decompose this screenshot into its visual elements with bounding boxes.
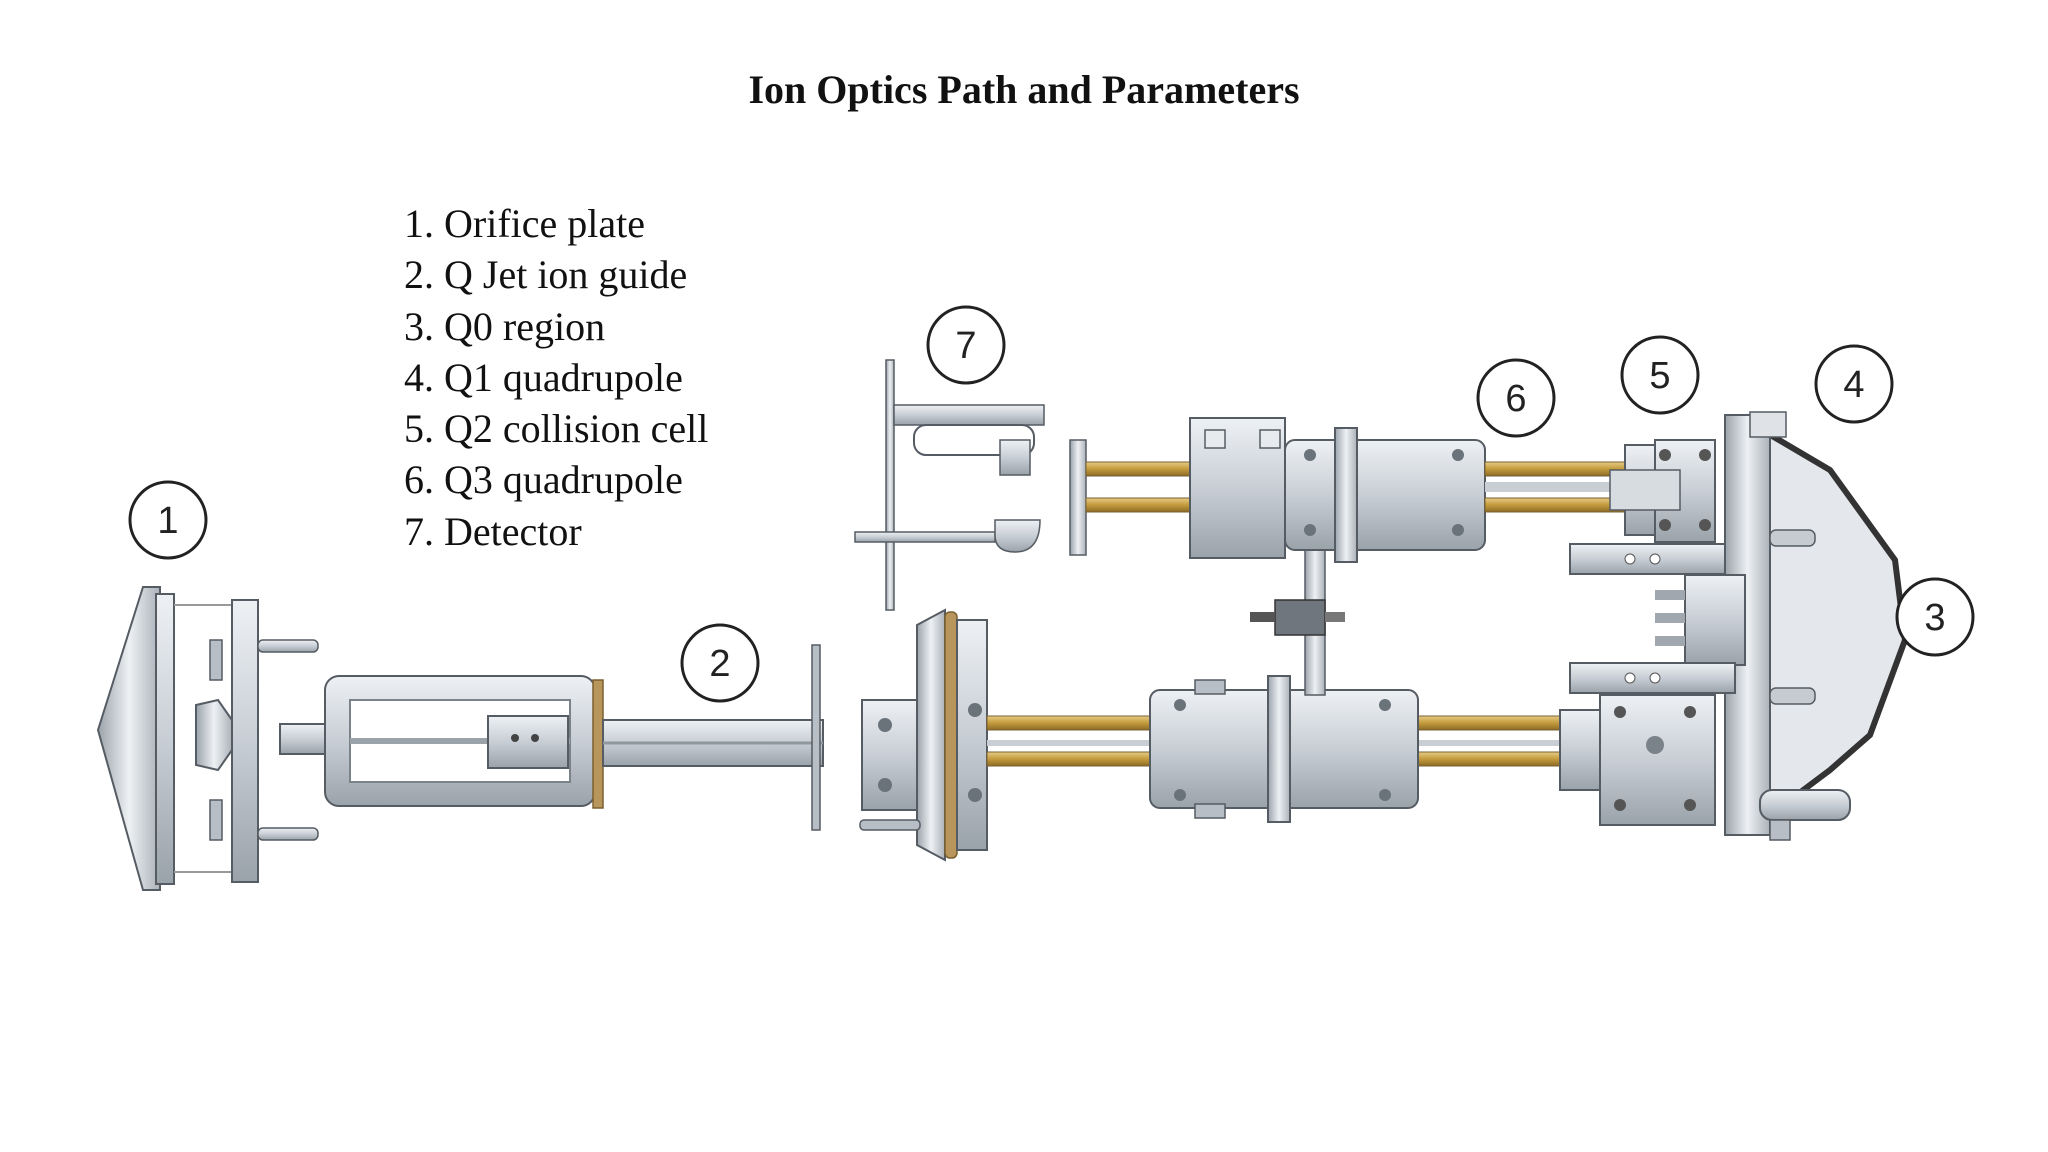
q-jet-ion-guide-part bbox=[279, 675, 824, 809]
callout-7-label: 7 bbox=[955, 325, 976, 367]
detector-part bbox=[854, 359, 1045, 611]
callout-2-label: 2 bbox=[709, 643, 730, 685]
callout-7: 7 bbox=[926, 305, 1006, 385]
q0-q1-housing-part bbox=[1655, 411, 1909, 841]
q3-quadrupole-part bbox=[1069, 417, 1626, 563]
callout-4-label: 4 bbox=[1843, 364, 1864, 406]
callout-5: 5 bbox=[1620, 335, 1700, 415]
legend-item-q0-region: 3. Q0 region bbox=[404, 303, 606, 349]
ion-path-flange bbox=[811, 608, 988, 862]
lower-quadrupole-rods bbox=[986, 519, 1578, 823]
callout-1-label: 1 bbox=[157, 500, 178, 542]
legend-item-q2-collision-cell: 5. Q2 collision cell bbox=[404, 406, 709, 452]
callout-3: 3 bbox=[1895, 577, 1975, 657]
component-legend: 1. Orifice plate 2. Q Jet ion guide 3. Q… bbox=[404, 198, 708, 557]
callout-6: 6 bbox=[1476, 358, 1556, 438]
q2-collision-cell-part bbox=[1569, 439, 1736, 575]
callout-5-label: 5 bbox=[1649, 355, 1670, 397]
legend-item-q-jet-ion-guide: 2. Q Jet ion guide bbox=[404, 252, 688, 298]
legend-item-detector: 7. Detector bbox=[404, 508, 582, 554]
callout-3-label: 3 bbox=[1924, 597, 1945, 639]
legend-item-q3-quadrupole: 6. Q3 quadrupole bbox=[404, 457, 683, 503]
callout-6-label: 6 bbox=[1505, 378, 1526, 420]
diagram-title: Ion Optics Path and Parameters bbox=[748, 67, 1300, 112]
callout-1: 1 bbox=[128, 480, 208, 560]
legend-item-orifice-plate: 1. Orifice plate bbox=[404, 201, 645, 246]
orifice-plate-part bbox=[96, 586, 319, 891]
callout-2: 2 bbox=[680, 623, 760, 703]
q2-lower-block-part bbox=[1559, 662, 1736, 826]
callout-4: 4 bbox=[1814, 344, 1894, 424]
legend-item-q1-quadrupole: 4. Q1 quadrupole bbox=[404, 354, 683, 400]
